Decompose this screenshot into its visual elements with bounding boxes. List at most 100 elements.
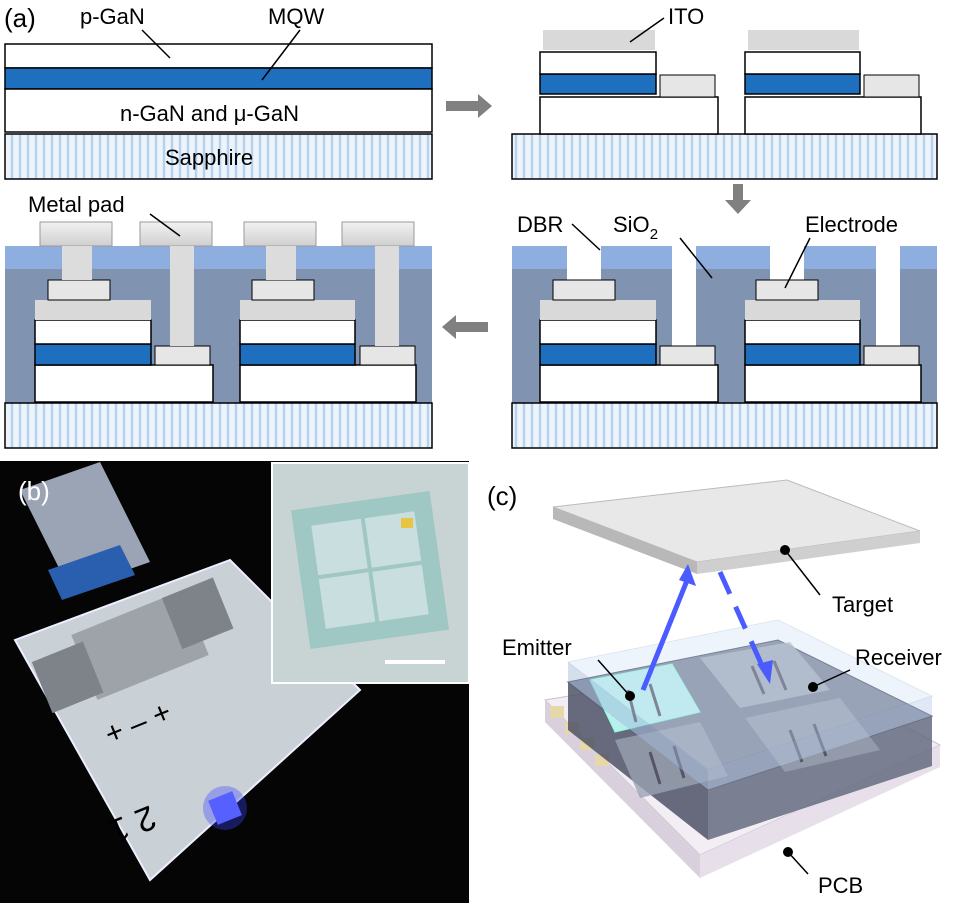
mqw-layer	[239, 343, 356, 366]
p-gan-label: p-GaN	[80, 4, 145, 29]
target-leader	[784, 549, 821, 596]
target-label: Target	[832, 592, 893, 617]
micro-led-pad	[311, 518, 368, 576]
receiver-electrode	[772, 660, 788, 691]
panel-a-label: (a)	[4, 3, 36, 33]
metal-pad	[341, 221, 415, 247]
arrow-right-icon	[446, 94, 492, 118]
connector	[31, 641, 104, 714]
p-gan-layer	[239, 319, 356, 345]
p-gan-layer	[539, 51, 657, 75]
receiver-electrode	[788, 729, 804, 763]
emitter-marker	[625, 691, 635, 701]
p-gan-layer	[744, 51, 861, 75]
glass-cover-edge	[568, 662, 708, 790]
metal-pad-stem	[62, 246, 92, 280]
receiver-electrode	[750, 665, 766, 695]
ngan-mesa	[34, 364, 214, 403]
receiver-pad	[745, 698, 880, 772]
ito-label: ITO	[668, 4, 704, 29]
step4-metal-pad: Metal pad	[4, 192, 433, 449]
target-edge	[697, 531, 920, 574]
target-edge	[553, 507, 697, 574]
mqw-layer	[744, 73, 861, 95]
sapphire-label: Sapphire	[165, 145, 253, 170]
receiver-pad	[615, 722, 728, 798]
glass-cover-edge	[708, 696, 932, 790]
sapphire-substrate	[4, 133, 433, 180]
ito-layer	[745, 300, 860, 320]
step3-dbr-sio2: DBR SiO2 Electrode	[511, 212, 938, 449]
p-gan-leader	[141, 29, 171, 59]
mqw-leader	[261, 29, 301, 81]
beam-arrowhead-up	[679, 564, 696, 586]
ngan-layer	[4, 88, 433, 133]
ngan-label: n-GaN and μ-GaN	[120, 101, 299, 126]
metal-pad-label: Metal pad	[28, 192, 125, 217]
step1-epi-stack: p-GaN MQW n-GaN and μ-GaN Sapphire	[4, 4, 433, 180]
ngan-mesa	[744, 364, 922, 403]
step2-mesa-ito: ITO	[511, 4, 938, 180]
via-opening	[672, 246, 696, 346]
sapphire-substrate	[4, 402, 433, 449]
via-opening	[567, 246, 601, 280]
emitter-leader	[597, 659, 631, 697]
ito-layer	[543, 30, 655, 50]
metal-pad-stem	[170, 246, 194, 346]
sio2-leader	[679, 237, 713, 279]
beam-arrowhead-down	[757, 660, 773, 684]
ito-layer	[540, 300, 656, 320]
dbr-label: DBR	[517, 212, 563, 237]
sio2-subscript: 2	[650, 226, 658, 243]
probe-contact	[401, 518, 413, 528]
panel-b-label: (b)	[18, 476, 50, 506]
metal-pad	[243, 221, 317, 247]
p-electrode	[755, 279, 819, 301]
sio2-label: SiO2	[613, 212, 658, 243]
scale-bar	[385, 660, 445, 664]
ito-layer	[240, 300, 355, 320]
mqw-layer	[34, 343, 152, 366]
micro-led-pad	[372, 564, 429, 622]
receiver-leader	[814, 669, 851, 687]
pcb-leader	[787, 851, 809, 875]
pcb-label: PCB	[818, 873, 863, 898]
glass-cover	[566, 619, 934, 771]
receiver-marker	[808, 682, 818, 692]
electrode-leader	[784, 237, 811, 289]
pcb-pin	[550, 706, 564, 718]
metal-pad	[139, 221, 213, 247]
n-electrode	[154, 345, 211, 366]
n-contact	[863, 74, 920, 98]
inset-micrograph	[271, 462, 470, 684]
via-opening	[770, 246, 804, 280]
p-gan-layer	[539, 319, 657, 345]
ribbon-cable-tip	[48, 545, 135, 600]
mqw-layer	[744, 343, 861, 366]
dbr-layer	[512, 246, 937, 269]
dbr-leader	[571, 223, 601, 251]
micro-led-pad	[318, 572, 376, 629]
receiver-electrode	[672, 745, 686, 779]
sapphire-substrate	[511, 133, 938, 180]
sio2-text: SiO	[613, 212, 650, 237]
ngan-mesa	[539, 96, 719, 135]
metal-pad	[39, 221, 113, 247]
receiver-electrode	[648, 751, 662, 785]
receiver-electrode	[812, 723, 828, 757]
emitted-beam	[640, 577, 691, 691]
reflected-beam	[717, 570, 767, 672]
p-electrode	[552, 279, 616, 301]
arrow-left-icon	[442, 315, 488, 339]
metal-pad-leader	[149, 213, 181, 237]
panel-c: (c) Target	[487, 479, 942, 898]
receiver-label: Receiver	[855, 645, 942, 670]
mqw-label: MQW	[268, 4, 324, 29]
panel-b-photo: + – + 2 1 (b)	[0, 461, 470, 903]
n-electrode	[659, 345, 716, 366]
ito-leader	[629, 17, 665, 43]
ngan-mesa	[744, 96, 922, 135]
n-contact	[659, 74, 716, 98]
via-opening	[876, 246, 900, 346]
